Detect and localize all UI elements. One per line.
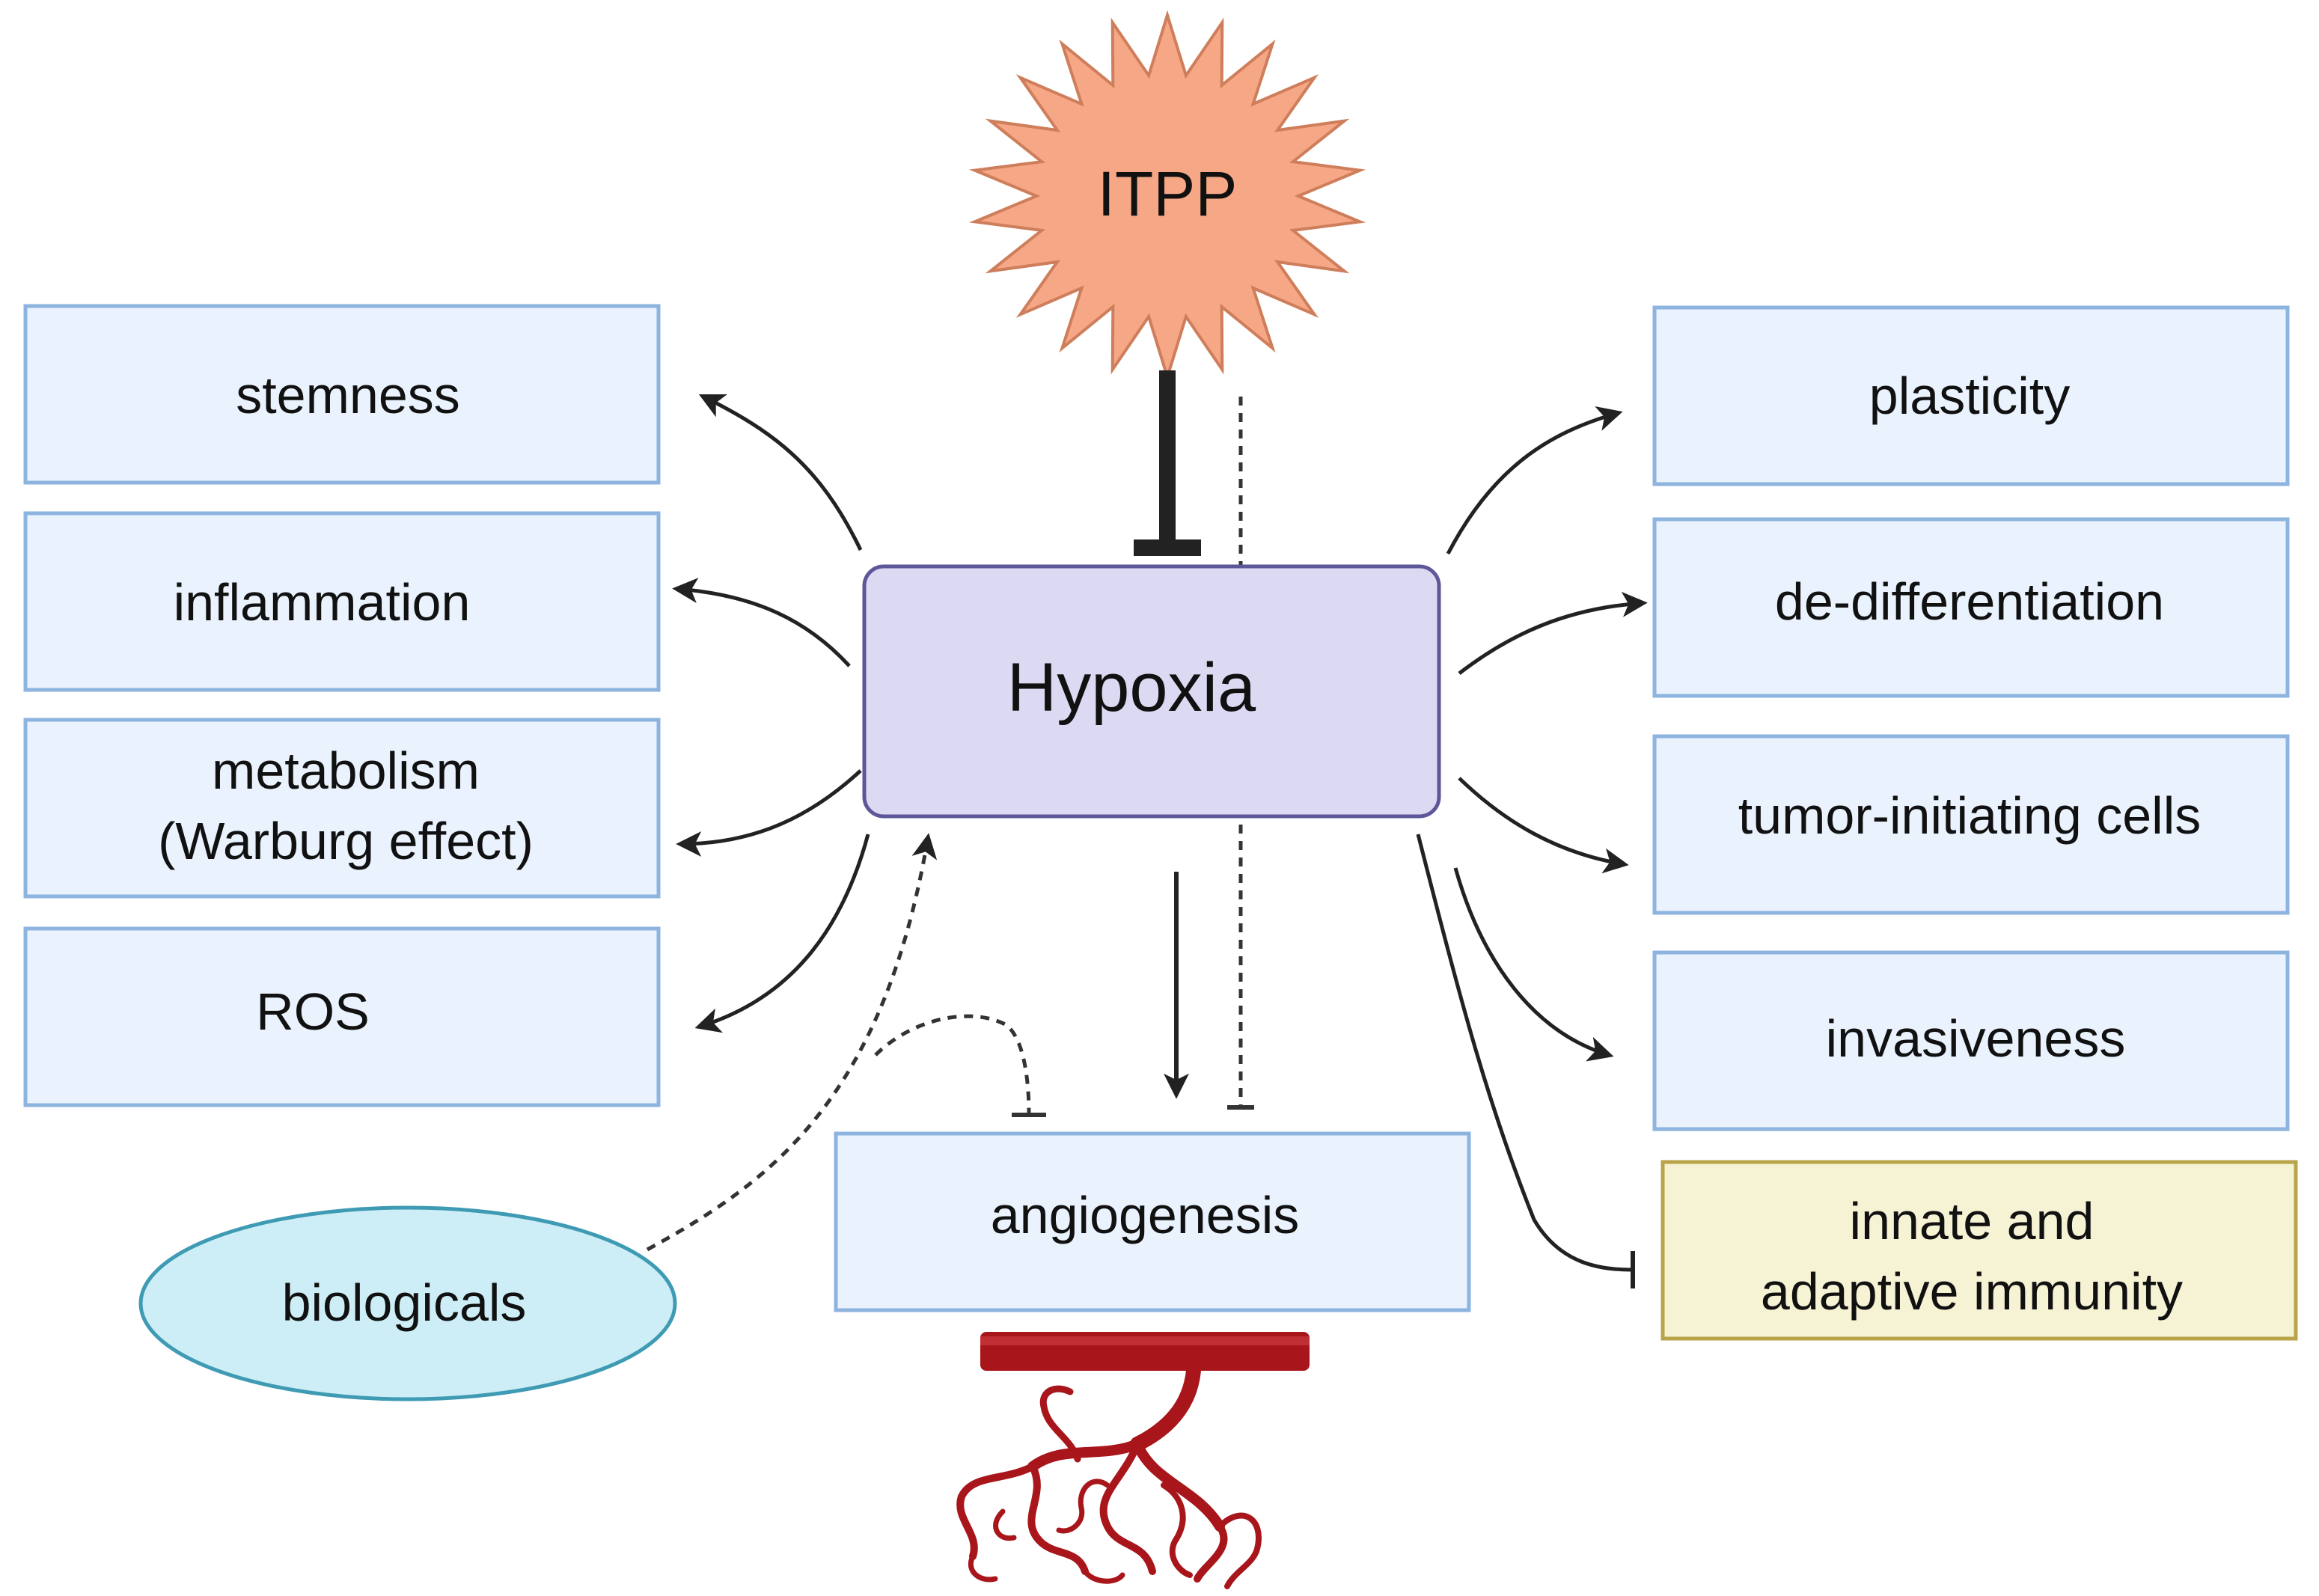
arrow-to-metabolism — [676, 769, 862, 857]
effect-box-metabolism: metabolism (Warburg effect) — [23, 718, 661, 899]
biologicals-connectors — [646, 833, 1031, 1252]
arrow-to-ros — [694, 834, 870, 1033]
itpp-inhibits-hypoxia-connector — [1134, 370, 1201, 556]
arrow-to-stemness — [698, 394, 863, 551]
right-arrows — [1416, 406, 1648, 1288]
effect-box-dedifferentiation: de-differentiation — [1652, 517, 2290, 698]
effect-box-immunity: innate and adaptive immunity — [1660, 1160, 2298, 1341]
biologicals-to-hypoxia-dotted-arrow — [646, 833, 938, 1252]
biologicals-node: biologicals — [138, 1205, 677, 1401]
effect-label-metabolism: metabolism — [212, 742, 480, 800]
effect-label-stemness: stemness — [236, 366, 460, 424]
arrow-to-dedifferentiation — [1458, 591, 1648, 675]
effect-label-dedifferentiation: de-differentiation — [1775, 572, 2164, 631]
effect-label-plasticity: plasticity — [1869, 367, 2070, 425]
hypoxia-node: Hypoxia — [862, 564, 1441, 819]
effect-label-innate: innate and — [1850, 1192, 2095, 1250]
inhibit-immunity — [1416, 834, 1632, 1272]
effect-box-tumor-initiating-cells: tumor-initiating cells — [1652, 734, 2290, 915]
angiogenesis-label: angiogenesis — [991, 1186, 1300, 1244]
arrow-to-tumor-initiating-cells — [1458, 777, 1629, 874]
effect-label-invasiveness: invasiveness — [1826, 1009, 2126, 1068]
left-effects: stemness inflammation metabolism (Warbur… — [23, 304, 661, 1107]
arrow-to-inflammation — [672, 578, 851, 667]
effect-box-ros: ROS — [23, 926, 661, 1107]
itpp-label: ITPP — [1098, 159, 1238, 229]
angiogenesis-node: angiogenesis — [834, 1131, 1471, 1312]
left-arrows — [672, 394, 870, 1033]
effect-box-invasiveness: invasiveness — [1652, 950, 2290, 1131]
effect-box-inflammation: inflammation — [23, 511, 661, 692]
effect-label-adaptive-immunity: adaptive immunity — [1761, 1262, 2183, 1321]
arrow-to-invasiveness — [1453, 867, 1614, 1062]
effect-label-ros: ROS — [256, 982, 370, 1041]
biologicals-inhibit-angiogenesis-dotted — [874, 1014, 1031, 1114]
hypoxia-label: Hypoxia — [1007, 649, 1256, 726]
effect-label-tumor-initiating-cells: tumor-initiating cells — [1738, 786, 2202, 845]
right-effects: plasticity de-differentiation tumor-init… — [1652, 305, 2298, 1341]
blood-vessel-icon — [956, 1332, 1310, 1589]
effect-label-inflammation: inflammation — [174, 573, 471, 632]
effect-box-plasticity: plasticity — [1652, 305, 2290, 486]
arrow-to-plasticity — [1446, 406, 1623, 555]
effect-label-warburg: (Warburg effect) — [158, 812, 534, 870]
effect-box-stemness: stemness — [23, 304, 661, 485]
itpp-node: ITPP — [968, 10, 1366, 382]
biologicals-label: biologicals — [282, 1274, 527, 1332]
